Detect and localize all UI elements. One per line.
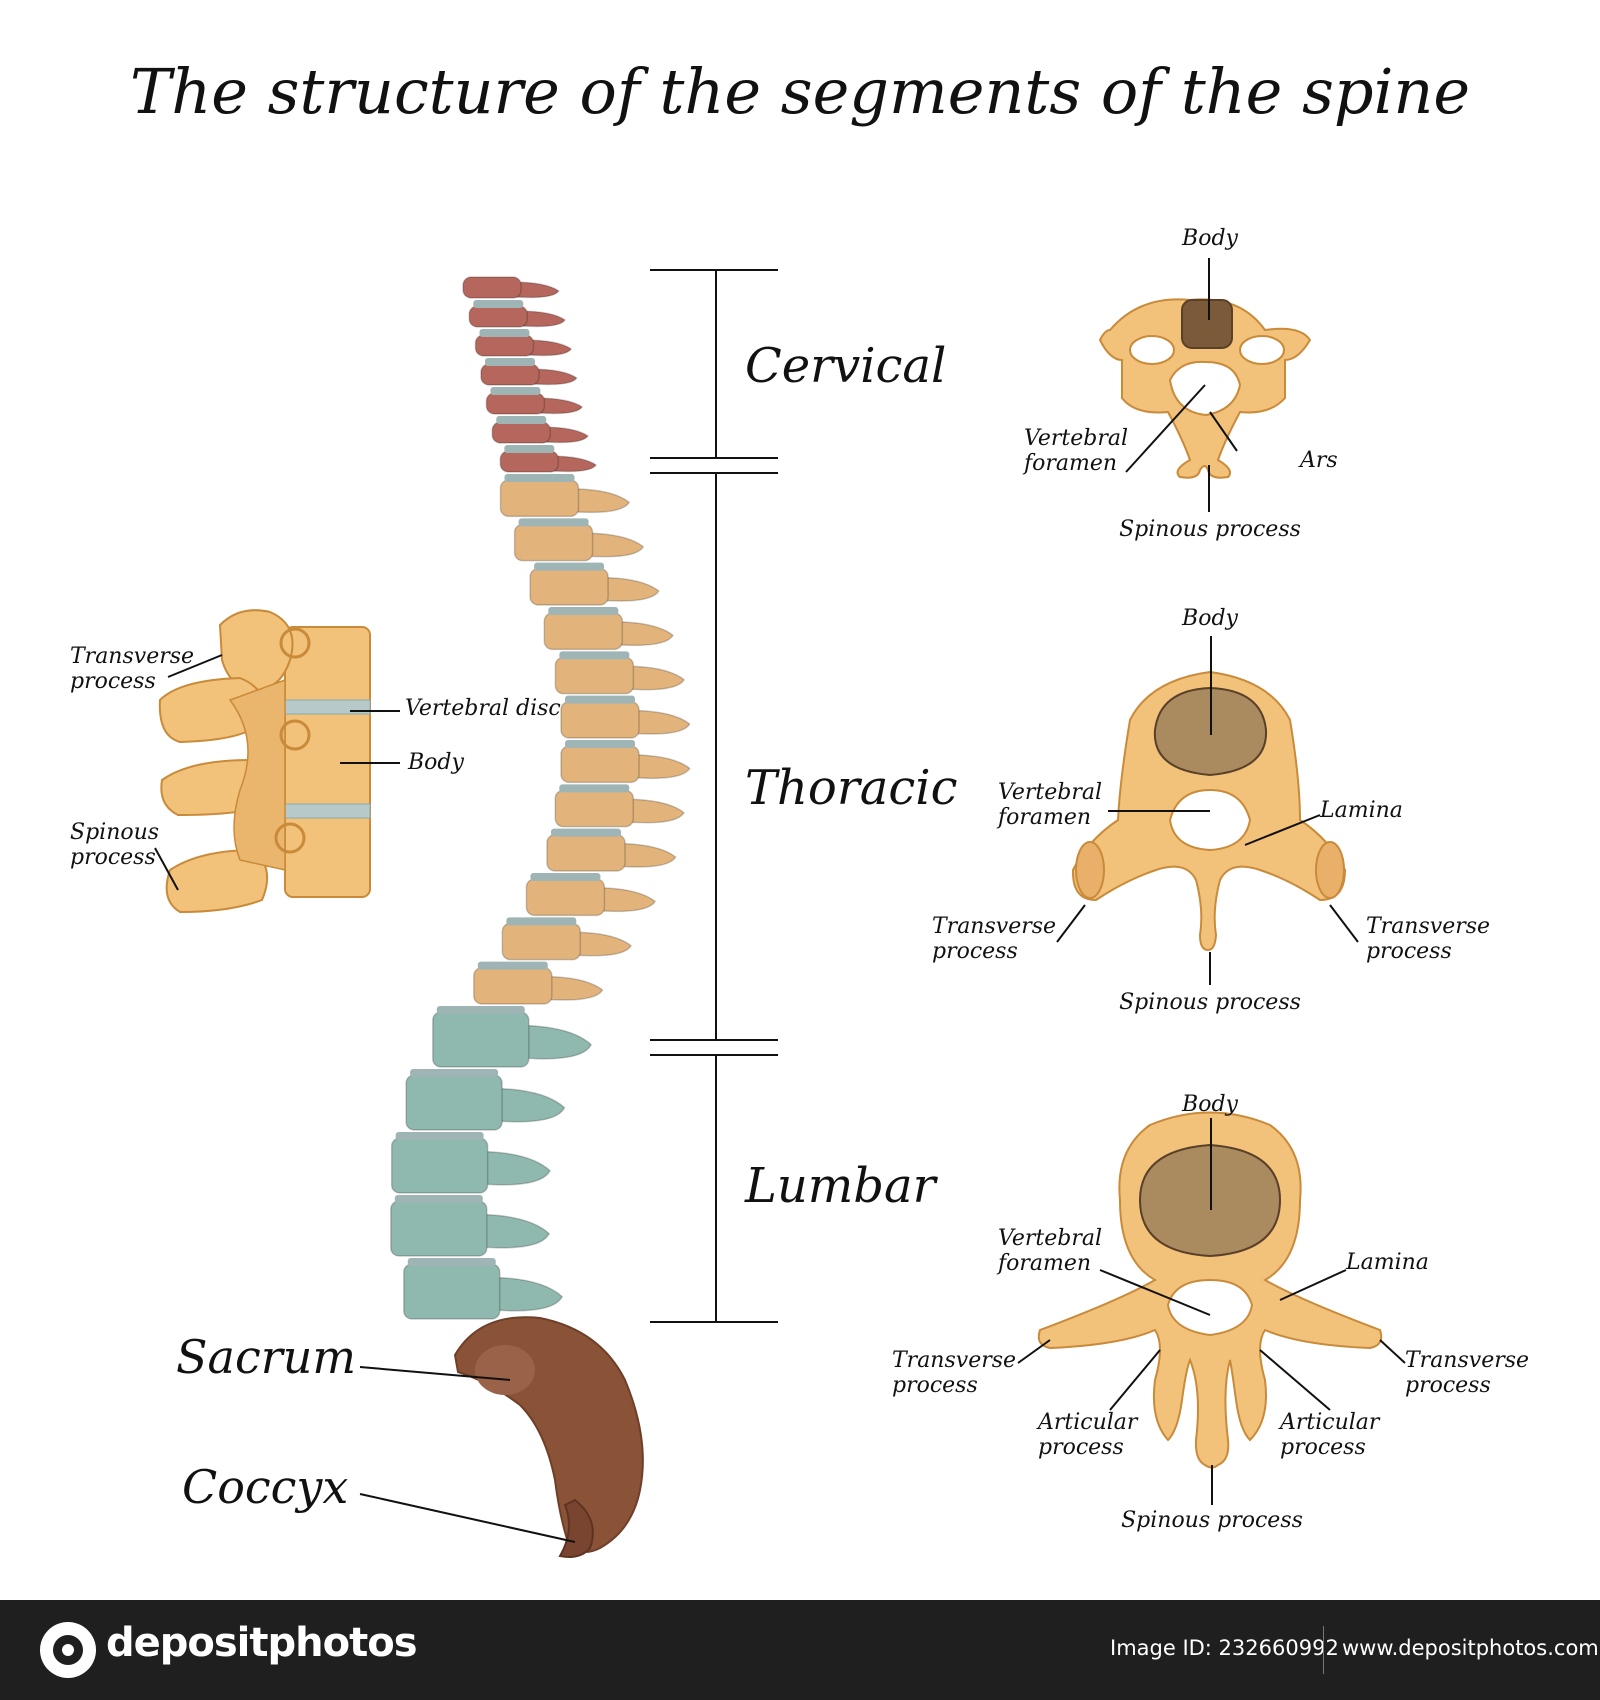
page-title: The structure of the segments of the spi…: [129, 55, 1471, 128]
cervical-ars-label: Ars: [1300, 448, 1338, 473]
intervertebral-disc: [394, 1195, 483, 1203]
side-transverse-label: Transverse process: [70, 644, 195, 694]
intervertebral-disc: [550, 828, 621, 837]
cervical-body-label: Body: [1182, 226, 1238, 251]
cervical-spinous-label: Spinous process: [1119, 517, 1301, 542]
intervertebral-disc: [407, 1258, 496, 1266]
vertebra-body: [560, 700, 640, 739]
cervical-vertebra-view: [1098, 298, 1312, 479]
lumbar-spinous-label: Spinous process: [1121, 1508, 1303, 1533]
lumbar-view-leaders: [1017, 1118, 1406, 1505]
footer-divider: [1323, 1626, 1324, 1674]
footer-bar: depositphotos Image ID: 232660992 www.de…: [0, 1600, 1600, 1700]
intervertebral-disc: [477, 961, 548, 970]
lumbar-transverse-left-label: Transverse process: [892, 1348, 1017, 1398]
vertebra-body: [499, 479, 580, 518]
side-view-vertebrae: [158, 609, 371, 914]
intervertebral-disc: [534, 562, 605, 571]
sacrum-shape: [453, 1316, 644, 1553]
vertebra-body: [554, 789, 635, 828]
lumbar-lamina-label: Lamina: [1346, 1250, 1429, 1275]
cervical-view-leaders: [1125, 258, 1238, 512]
vertebra-body: [390, 1200, 488, 1257]
lumbar-transverse-right-label: Transverse process: [1405, 1348, 1530, 1398]
intervertebral-disc: [565, 740, 635, 748]
coccyx-label: Coccyx: [182, 1460, 349, 1514]
intervertebral-disc: [518, 518, 589, 527]
lumbar-label: Lumbar: [745, 1158, 936, 1214]
vertebra-body: [485, 392, 546, 415]
intervertebral-disc: [484, 358, 535, 366]
intervertebral-disc: [506, 917, 577, 926]
vertebra-body: [501, 922, 582, 961]
lumbar-foramen-label: Vertebral foramen: [998, 1226, 1103, 1276]
sacrum-highlight: [475, 1345, 535, 1395]
vertebra-body: [390, 1137, 489, 1194]
spine-illustration: [154, 258, 1406, 1558]
side-disc-label: Vertebral disc: [405, 696, 561, 721]
thoracic-transverse-left-label: Transverse process: [932, 914, 1057, 964]
coccyx-leader: [359, 1493, 576, 1543]
vertebra-body: [474, 334, 535, 357]
thoracic-foramen-label: Vertebral foramen: [998, 780, 1103, 830]
coccyx-shape: [558, 1498, 594, 1558]
site-url: www.depositphotos.com: [1342, 1636, 1599, 1660]
intervertebral-disc: [548, 607, 619, 615]
segment-brackets: [650, 269, 778, 1323]
vertebra-body: [499, 450, 560, 473]
intervertebral-disc: [479, 329, 530, 337]
side-body-label: Body: [408, 750, 464, 775]
intervertebral-disc: [530, 873, 601, 881]
vertebra-body: [543, 612, 624, 651]
vertebra-body: [480, 363, 540, 386]
vertebra-body: [554, 656, 635, 695]
vertebra-body: [462, 276, 522, 299]
intervertebral-disc: [490, 387, 541, 395]
intervertebral-disc: [473, 300, 524, 308]
brand-name: depositphotos: [106, 1620, 418, 1666]
cervical-foramen-label: Vertebral foramen: [1024, 426, 1129, 476]
vertebra-body: [513, 523, 594, 562]
cervical-label: Cervical: [745, 338, 947, 394]
intervertebral-disc: [559, 651, 630, 660]
intervertebral-disc: [565, 695, 635, 704]
thoracic-transverse-right-label: Transverse process: [1366, 914, 1491, 964]
vertebra-body: [491, 421, 551, 444]
intervertebral-disc: [504, 474, 575, 482]
vertebra-body: [432, 1011, 530, 1068]
vertebra-body: [473, 966, 553, 1005]
thoracic-view-leaders: [1056, 636, 1359, 985]
sacrum-label: Sacrum: [176, 1330, 356, 1384]
spine-column: [390, 276, 691, 1320]
vertebra-body: [468, 305, 528, 328]
intervertebral-disc: [496, 416, 547, 424]
thoracic-lamina-label: Lamina: [1320, 798, 1403, 823]
lumbar-body-label: Body: [1182, 1092, 1238, 1117]
vertebra-body: [405, 1074, 503, 1131]
sacrum-leader: [359, 1366, 511, 1381]
intervertebral-disc: [559, 784, 630, 793]
thoracic-body-label: Body: [1182, 606, 1238, 631]
vertebra-body: [525, 878, 606, 917]
image-id-text: Image ID: 232660992: [1110, 1636, 1339, 1660]
intervertebral-disc: [395, 1132, 484, 1140]
lumbar-articular-right-label: Articular process: [1280, 1410, 1380, 1460]
vertebra-body: [529, 567, 609, 606]
camera-logo-icon: [40, 1622, 96, 1678]
vertebra-body: [546, 833, 626, 872]
intervertebral-disc: [436, 1006, 525, 1014]
thoracic-spinous-label: Spinous process: [1119, 990, 1301, 1015]
thoracic-label: Thoracic: [745, 760, 958, 816]
intervertebral-disc: [504, 445, 555, 453]
side-view-leaders: [154, 654, 400, 891]
lumbar-articular-left-label: Articular process: [1038, 1410, 1138, 1460]
intervertebral-disc: [410, 1069, 499, 1077]
side-spinous-label: Spinous process: [70, 820, 160, 870]
vertebra-body: [403, 1263, 501, 1320]
vertebra-body: [560, 745, 640, 784]
